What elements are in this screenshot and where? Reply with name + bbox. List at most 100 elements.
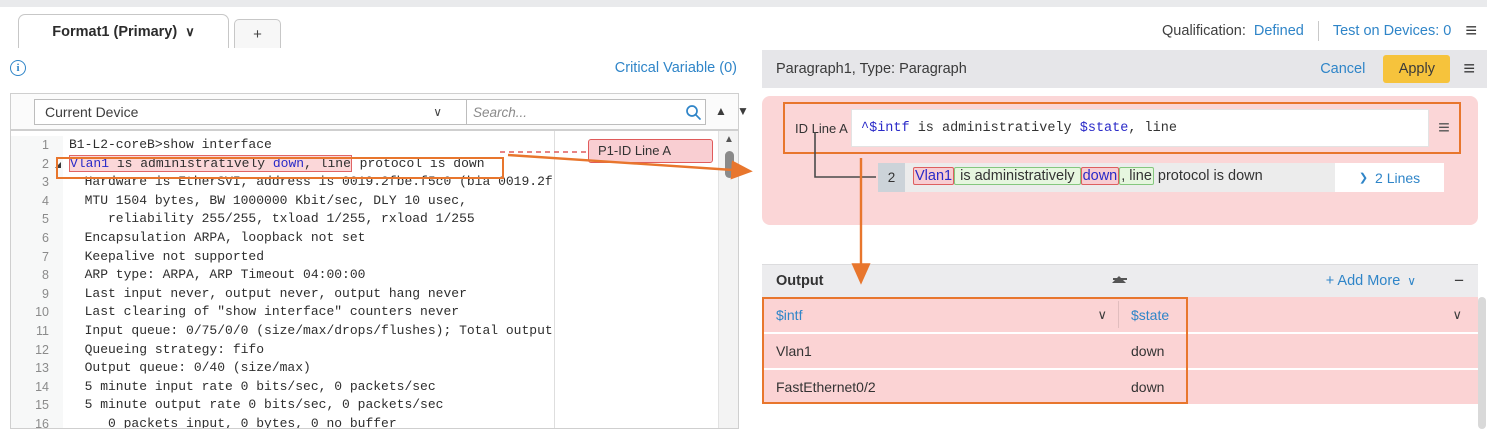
line-number: 8 (11, 266, 63, 285)
line-number: 11 (11, 321, 63, 341)
right-scrollbar[interactable] (1478, 297, 1486, 429)
match-rest: protocol is down (1153, 168, 1263, 184)
fold-marker-icon[interactable] (55, 161, 61, 168)
add-more-button[interactable]: + Add More ∨ (1326, 273, 1416, 289)
code-line: 16 0 packets input, 0 bytes, 0 no buffer (11, 414, 738, 428)
code-text: Hardware is EtherSVI, address is 0019.2f… (69, 174, 553, 190)
tab-format1-primary[interactable]: Format1 (Primary) ∨ (18, 14, 229, 48)
code-text: Last input never, output never, output h… (69, 285, 467, 301)
state-cell: down (1131, 343, 1165, 359)
paragraph-title: Paragraph1, Type: Paragraph (776, 61, 967, 77)
intf-column-header[interactable]: $intf ∨ (762, 297, 1119, 332)
top-menu-icon[interactable]: ≡ (1465, 20, 1477, 42)
id-line-section: ID Line A ^$intf is administratively $st… (762, 96, 1478, 225)
id-line-label: ID Line A (795, 120, 848, 136)
cancel-button[interactable]: Cancel (1320, 61, 1366, 77)
code-text: Output queue: 0/40 (size/max) (69, 360, 311, 376)
code-line: 8 ARP type: ARPA, ARP Timeout 04:00:00 (11, 266, 738, 285)
info-icon[interactable]: i (10, 60, 26, 76)
line-number: 10 (11, 303, 63, 322)
chevron-down-icon[interactable]: ∨ (1097, 306, 1107, 322)
code-line: 6 Encapsulation ARPA, loopback not set (11, 228, 738, 248)
code-text: 5 minute input rate 0 bits/sec, 0 packet… (69, 378, 436, 394)
line-number: 4 (11, 191, 63, 211)
line-number: 15 (11, 396, 63, 415)
search-next-button[interactable]: ▼ (737, 104, 749, 118)
match-literal: is administratively (954, 167, 1081, 185)
scroll-up-button[interactable]: ▲ (724, 133, 734, 145)
code-line: 4 MTU 1504 bytes, BW 1000000 Kbit/sec, D… (11, 191, 738, 211)
top-actions: Qualification: Defined Test on Devices: … (1162, 20, 1477, 42)
intf-column-label: $intf (776, 306, 803, 323)
chevron-down-icon[interactable]: ∨ (185, 23, 195, 39)
table-row: Vlan1 down (762, 334, 1478, 368)
intf-value: Vlan1 (70, 155, 110, 171)
code-line: 7 Keepalive not supported (11, 247, 738, 267)
search-input[interactable] (467, 104, 681, 120)
qualification-value-link[interactable]: Defined (1253, 23, 1304, 39)
add-more-label: + Add More (1325, 273, 1401, 289)
test-on-devices-link[interactable]: Test on Devices: 0 (1332, 23, 1452, 39)
left-scrollbar[interactable]: ▲ (718, 131, 738, 428)
state-column-label: $state (1131, 306, 1170, 323)
drag-handle-icon[interactable]: ≡ (1438, 117, 1450, 139)
matched-line-text: Vlan1 is administratively down, line pro… (905, 163, 1335, 192)
code-line: 1 B1-L2-coreB>show interface (11, 136, 738, 155)
paragraph-id-tag[interactable]: P1-ID Line A (588, 139, 713, 163)
code-line: 10 Last clearing of "show interface" cou… (11, 303, 738, 322)
id-line-pattern-input[interactable]: ^$intf is administratively $state, line (851, 109, 1429, 147)
chevron-right-icon: ❯ (1358, 172, 1369, 184)
search-icon[interactable] (681, 104, 705, 121)
matched-segment-highlight: Vlan1 is administratively down, line (69, 154, 352, 172)
apply-button[interactable]: Apply (1383, 55, 1451, 83)
collapse-panel-icon[interactable] (1112, 259, 1128, 283)
line-number-text: 2 (42, 156, 49, 171)
code-line: 5 reliability 255/255, txload 1/255, rxl… (11, 210, 738, 229)
line-number: 3 (11, 173, 63, 192)
info-icon-glyph: i (16, 62, 20, 74)
panel-menu-icon[interactable]: ≡ (1463, 58, 1475, 80)
scrollbar-thumb[interactable] (725, 151, 734, 178)
code-text: ARP type: ARPA, ARP Timeout 04:00:00 (69, 267, 366, 283)
intf-cell: Vlan1 (776, 343, 812, 359)
code-text: Vlan1 is administratively down, line pro… (63, 154, 554, 174)
literal-text: , line (304, 155, 351, 171)
code-panel-divider (554, 131, 555, 428)
minimize-section-button[interactable]: − (1454, 271, 1464, 290)
device-output-code-panel[interactable]: 1 B1-L2-coreB>show interface 2 Vlan1 is … (10, 130, 739, 429)
line-number: 14 (11, 377, 63, 397)
code-line: 12 Queueing strategy: fifo (11, 340, 738, 360)
table-header-row: $intf ∨ $state ∨ (762, 297, 1478, 332)
left-toolbar: Current Device ∨ ▲ ▼ (10, 93, 749, 130)
paragraph-editor-header: Paragraph1, Type: Paragraph Cancel Apply… (762, 50, 1487, 88)
code-text: Input queue: 0/75/0/0 (size/max/drops/fl… (69, 322, 553, 338)
code-line: 3 Hardware is EtherSVI, address is 0019.… (11, 173, 738, 192)
line-number: 5 (11, 210, 63, 229)
line-number: 7 (11, 247, 63, 267)
state-value: down (272, 155, 305, 171)
critical-variable-link[interactable]: Critical Variable (0) (614, 60, 737, 76)
output-title: Output (776, 273, 824, 289)
add-format-tab-button[interactable]: + (234, 19, 281, 48)
code-line: 13 Output queue: 0/40 (size/max) (11, 359, 738, 378)
match-intf-value: Vlan1 (913, 167, 955, 185)
match-literal: , line (1119, 167, 1154, 185)
state-column-header[interactable]: $state ∨ (1119, 297, 1478, 332)
expand-lines-button[interactable]: ❯ 2 Lines (1335, 163, 1444, 192)
pattern-literal: , line (1128, 120, 1177, 136)
qualification-label: Qualification: (1162, 23, 1246, 39)
intf-cell: FastEthernet0/2 (776, 379, 876, 395)
expand-lines-label: 2 Lines (1375, 169, 1421, 186)
chevron-down-icon[interactable]: ∨ (1452, 306, 1462, 322)
code-line: 11 Input queue: 0/75/0/0 (size/max/drops… (11, 321, 738, 341)
line-number: 9 (11, 284, 63, 304)
code-line: 15 5 minute output rate 0 bits/sec, 0 pa… (11, 396, 738, 415)
search-box (466, 99, 706, 125)
line-number: 1 (11, 136, 63, 155)
code-line: 14 5 minute input rate 0 bits/sec, 0 pac… (11, 377, 738, 397)
code-line: 9 Last input never, output never, output… (11, 284, 738, 304)
top-strip (0, 0, 1487, 7)
search-prev-button[interactable]: ▲ (715, 104, 727, 118)
device-select[interactable]: Current Device ∨ (34, 99, 471, 125)
matched-line-number-badge: 2 (878, 163, 905, 192)
